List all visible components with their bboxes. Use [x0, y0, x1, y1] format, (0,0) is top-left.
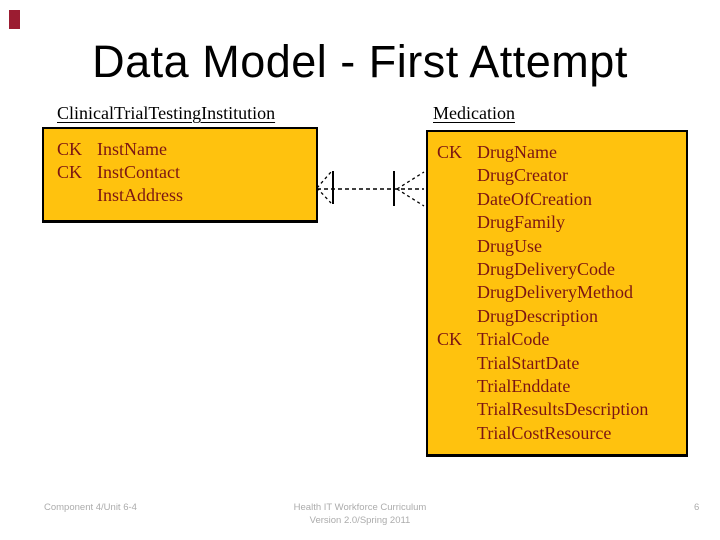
field-name: DrugUse [477, 235, 542, 256]
field-name: TrialStartDate [477, 352, 580, 373]
field-name: DrugDeliveryMethod [477, 282, 633, 303]
field-key: CK [437, 142, 463, 162]
field-row: DrugDescription [437, 305, 686, 328]
entity-box-medication: CK DrugName DrugCreator DateOfCreation Dr… [426, 130, 688, 457]
field-row: CK InstContact [57, 161, 316, 184]
entity-name-clinical-trial-testing-institution: ClinicalTrialTestingInstitution [57, 103, 276, 123]
field-row: DrugDeliveryMethod [437, 281, 686, 304]
field-name: TrialCostResource [477, 422, 612, 443]
field-name: DrugDeliveryCode [477, 259, 615, 280]
field-name: TrialCode [477, 329, 550, 350]
right-crow-foot-icon [396, 171, 425, 207]
field-row: TrialEnddate [437, 375, 686, 398]
page-number: 6 [694, 502, 700, 513]
field-name: TrialResultsDescription [477, 399, 649, 420]
field-row: CK DrugName [437, 141, 686, 164]
footer-curriculum-line1: Health IT Workforce Curriculum [293, 502, 427, 513]
field-row: TrialResultsDescription [437, 398, 686, 421]
left-crow-foot-icon [316, 171, 332, 204]
field-row: TrialStartDate [437, 352, 686, 375]
footer-curriculum-label: Health IT Workforce Curriculum Version 2… [0, 501, 720, 527]
field-row: TrialCostResource [437, 422, 686, 445]
field-row: DateOfCreation [437, 188, 686, 211]
entity-name-medication: Medication [433, 103, 515, 123]
field-name: DrugDescription [477, 305, 598, 326]
field-name: InstAddress [97, 185, 183, 205]
field-row: CK InstName [57, 138, 316, 161]
field-name: InstName [97, 139, 167, 159]
field-name: DrugFamily [477, 212, 565, 233]
field-row: DrugFamily [437, 211, 686, 234]
field-key: CK [57, 139, 83, 159]
field-key: CK [437, 329, 463, 350]
footer-curriculum-line2: Version 2.0/Spring 2011 [309, 515, 411, 526]
field-key: CK [57, 162, 83, 182]
field-row: DrugDeliveryCode [437, 258, 686, 281]
field-name: InstContact [97, 162, 180, 182]
field-name: DateOfCreation [477, 188, 592, 209]
field-row: DrugUse [437, 235, 686, 258]
field-row: DrugCreator [437, 164, 686, 187]
corner-accent [9, 10, 20, 29]
field-name: DrugName [477, 142, 557, 162]
field-row: InstAddress [57, 184, 316, 207]
entity-box-clinical-trial-testing-institution: CK InstName CK InstContact InstAddress [42, 127, 318, 223]
field-name: TrialEnddate [477, 376, 571, 397]
footer-component-label: Component 4/Unit 6-4 [44, 502, 137, 513]
field-row: CK TrialCode [437, 328, 686, 351]
slide-title: Data Model - First Attempt [92, 36, 628, 87]
field-name: DrugCreator [477, 165, 568, 186]
